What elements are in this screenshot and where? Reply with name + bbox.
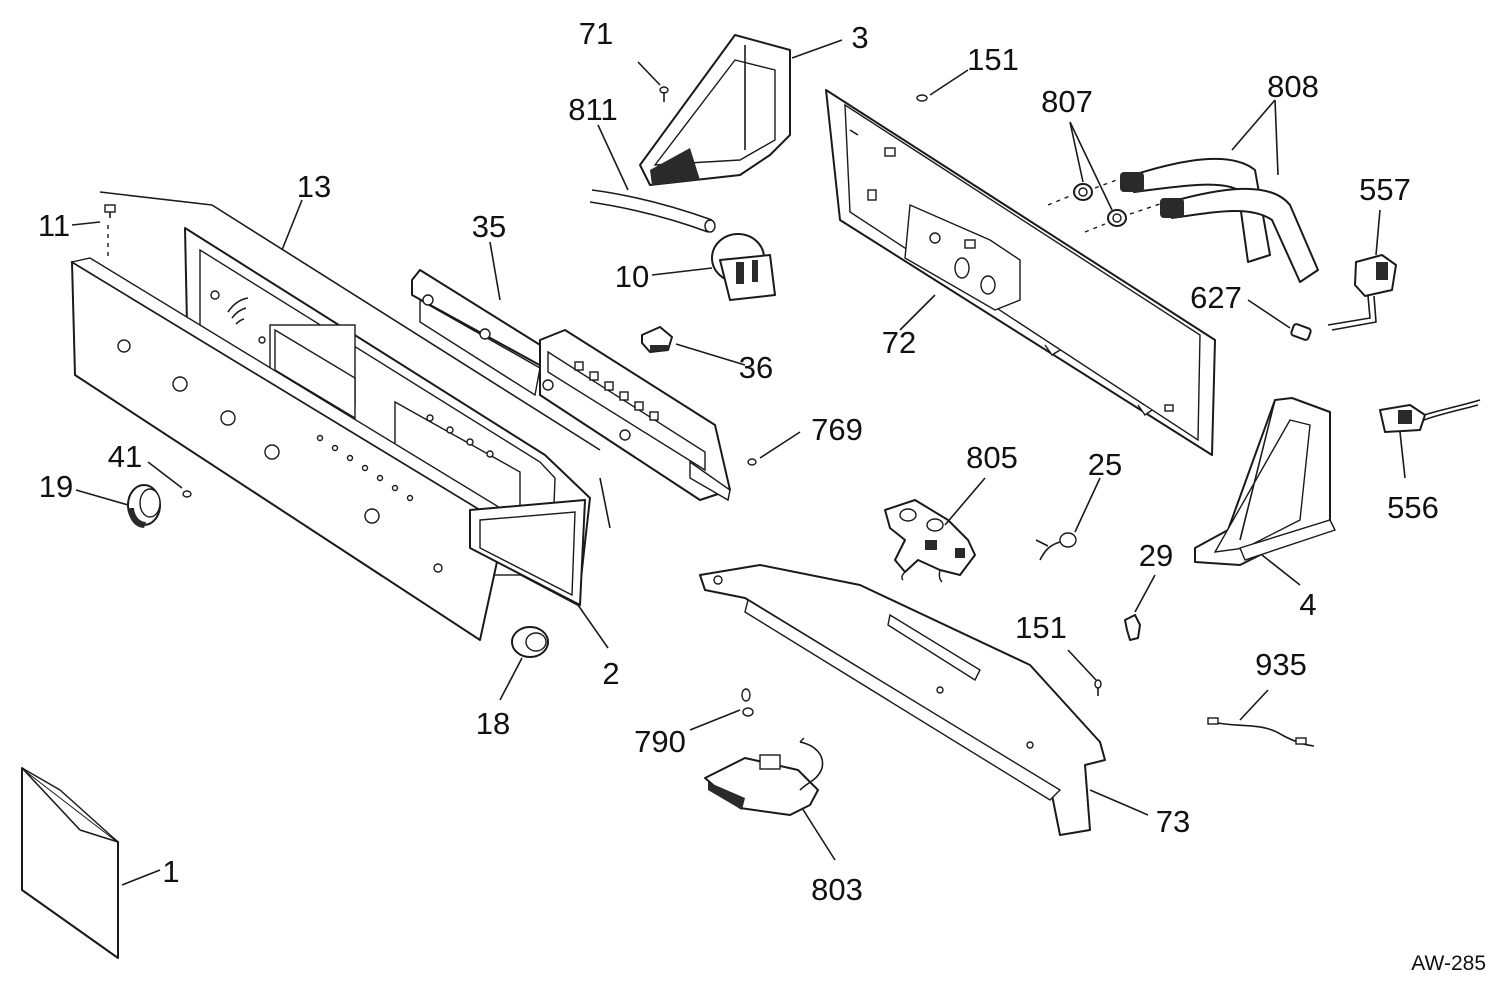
label-808: 808 [1267,69,1319,104]
part-number-labels: 71 3 151 807 808 811 13 11 35 10 557 627… [38,16,1486,975]
label-627: 627 [1190,280,1242,315]
part-803-wire-harness-bracket [704,737,824,816]
label-151-bottom: 151 [1015,610,1067,645]
part-18-push-button [511,626,549,658]
label-10: 10 [615,259,649,294]
part-557-wire-connector [1327,254,1397,331]
figure-reference: AW-285 [1411,952,1486,975]
label-805: 805 [966,440,1018,475]
part-10-pressure-switch [711,233,776,301]
label-2: 2 [602,656,619,691]
part-11-screw [104,204,116,258]
label-3: 3 [851,20,868,55]
label-803: 803 [811,872,863,907]
part-4-end-cap-bracket [1194,397,1336,566]
label-25: 25 [1088,447,1122,482]
part-769-screw [747,458,757,466]
label-11: 11 [38,208,70,243]
part-627-plug [1290,323,1312,341]
label-71: 71 [579,16,613,51]
part-151-screw-bottom [1094,679,1102,696]
part-805-water-valve [884,499,976,583]
part-1-literature-envelope [21,767,119,959]
part-35-control-board [411,269,546,397]
label-19: 19 [39,469,73,504]
label-29: 29 [1139,538,1173,573]
part-36-selector-switch [641,326,673,353]
part-41-set-screw [182,490,192,498]
label-935: 935 [1255,647,1307,682]
label-807: 807 [1041,84,1093,119]
label-73: 73 [1156,804,1190,839]
label-1: 1 [162,854,179,889]
label-556: 556 [1387,490,1439,525]
part-71-screw [659,86,669,102]
part-556-harness-connector [1379,399,1481,433]
label-4: 4 [1299,587,1316,622]
part-808-fill-hoses [1120,157,1319,283]
electronic-control-board [539,329,731,502]
part-811-pressure-hose [589,189,716,233]
part-151-screw-top [916,94,928,102]
front-console-panel [70,257,522,641]
part-29-clip [1124,614,1141,641]
label-72: 72 [882,325,916,360]
part-72-backsplash-rear-panel [825,89,1216,456]
label-36: 36 [739,350,773,385]
label-790: 790 [634,724,686,759]
label-769: 769 [811,412,863,447]
part-935-ground-wire [1207,717,1315,747]
label-151-top: 151 [967,42,1019,77]
leader-lines [71,39,1406,886]
part-3-end-cap-bracket [639,34,791,186]
label-41: 41 [108,439,142,474]
part-19-knob [127,484,161,528]
part-25-wire-clip [1035,532,1077,561]
part-73-control-panel-brace [699,564,1106,836]
part-2-display-window [469,499,586,606]
label-35: 35 [472,209,506,244]
label-811: 811 [568,92,617,127]
part-790-clip [741,688,754,717]
part-807-hose-washers [1047,177,1161,233]
label-13: 13 [297,169,331,204]
label-18: 18 [476,706,510,741]
label-557: 557 [1359,172,1411,207]
